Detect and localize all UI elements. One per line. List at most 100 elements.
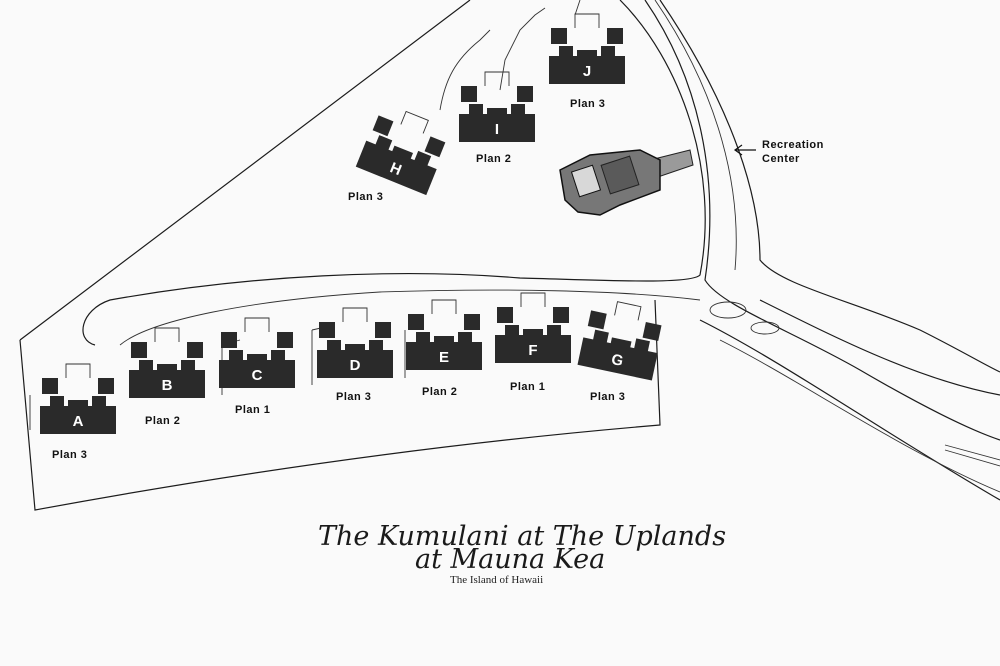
building-letter: D (350, 357, 361, 374)
building-part (413, 150, 432, 168)
access-road-lower (699, 319, 1000, 501)
building-part (577, 50, 597, 58)
building-driveway (65, 363, 91, 378)
drive-i (499, 7, 546, 91)
building-part (98, 378, 114, 394)
building-letter: E (439, 349, 449, 366)
building-j[interactable]: J (549, 13, 625, 84)
plan-label-e: Plan 2 (422, 386, 457, 398)
plan-label-i: Plan 2 (476, 153, 511, 165)
roundabout-island (709, 301, 747, 319)
building-part (549, 56, 625, 84)
building-part (523, 329, 543, 337)
site-boundary-east (82, 0, 706, 346)
building-driveway (154, 327, 180, 342)
building-part (517, 86, 533, 102)
building-part (416, 332, 430, 344)
building-part (505, 325, 519, 337)
building-part (497, 307, 513, 323)
plan-label-h: Plan 3 (348, 191, 383, 203)
building-b[interactable]: B (129, 327, 205, 398)
building-letter: I (495, 121, 499, 138)
building-part (42, 378, 58, 394)
building-part (369, 340, 383, 352)
building-part (374, 135, 393, 152)
building-part (601, 46, 615, 58)
main-road (644, 0, 1000, 441)
building-part (633, 338, 650, 354)
drive-j (574, 0, 581, 16)
building-part (559, 46, 573, 58)
building-part (92, 396, 106, 408)
building-part (461, 86, 477, 102)
building-part (221, 332, 237, 348)
building-part (464, 314, 480, 330)
building-part (40, 406, 116, 434)
building-e[interactable]: E (406, 299, 482, 370)
building-part (375, 322, 391, 338)
building-part (406, 342, 482, 370)
building-part (345, 344, 365, 352)
building-d[interactable]: D (317, 307, 393, 378)
building-part (271, 350, 285, 362)
building-part (229, 350, 243, 362)
recreation-center[interactable] (559, 149, 694, 216)
building-part (607, 28, 623, 44)
building-driveway (244, 317, 270, 332)
building-part (181, 360, 195, 372)
plan-label-g: Plan 3 (590, 391, 625, 403)
site-boundary (19, 0, 661, 511)
building-part (469, 104, 483, 116)
building-i[interactable]: I (459, 71, 535, 142)
building-letter: C (252, 367, 263, 384)
building-part (327, 340, 341, 352)
building-part (553, 307, 569, 323)
building-driveway (520, 292, 546, 307)
building-part (247, 354, 267, 362)
building-part (131, 342, 147, 358)
recreation-label-1: Recreation (762, 139, 824, 151)
lane-marker (944, 444, 1000, 467)
building-part (511, 104, 525, 116)
building-part (577, 337, 658, 381)
building-f[interactable]: F (495, 292, 571, 363)
building-driveway (614, 301, 642, 321)
building-h[interactable]: H (355, 102, 453, 196)
rec-pool (570, 164, 602, 198)
access-road (759, 299, 1000, 396)
drive-h (439, 29, 491, 111)
building-part (157, 364, 177, 372)
building-driveway (574, 13, 600, 28)
building-part (391, 145, 414, 161)
plan-label-j: Plan 3 (570, 98, 605, 110)
plan-label-b: Plan 2 (145, 415, 180, 427)
building-part (355, 140, 437, 196)
building-part (434, 336, 454, 344)
building-driveway (342, 307, 368, 322)
building-part (277, 332, 293, 348)
building-part (487, 108, 507, 116)
plan-label-d: Plan 3 (336, 391, 371, 403)
building-part (129, 370, 205, 398)
building-part (551, 28, 567, 44)
building-letter: J (583, 63, 591, 80)
building-part (219, 360, 295, 388)
building-part (459, 114, 535, 142)
building-driveway (484, 71, 510, 86)
plan-label-a: Plan 3 (52, 449, 87, 461)
building-part (139, 360, 153, 372)
building-part (642, 322, 662, 342)
building-driveway (431, 299, 457, 314)
building-part (50, 396, 64, 408)
building-part (592, 329, 609, 345)
building-a[interactable]: A (40, 363, 116, 434)
building-g[interactable]: G (577, 296, 667, 381)
building-c[interactable]: C (219, 317, 295, 388)
building-part (547, 325, 561, 337)
building-letter: A (73, 413, 84, 430)
inner-road (119, 289, 701, 346)
title-line-2: at Mauna Kea (415, 544, 605, 575)
building-part (319, 322, 335, 338)
building-part (68, 400, 88, 408)
